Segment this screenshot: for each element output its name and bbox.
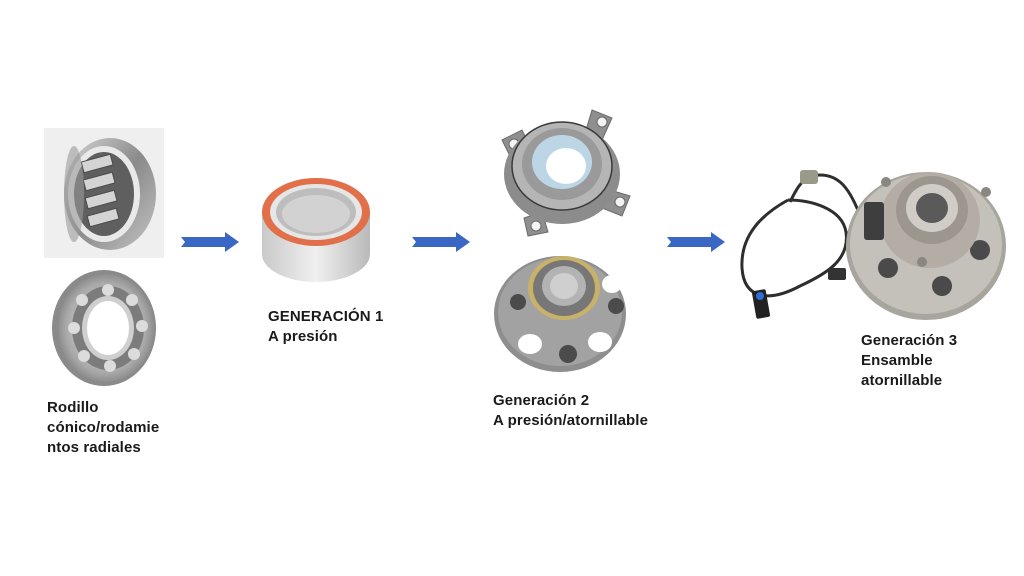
label-line: A presión: [268, 328, 338, 345]
label-line: cónico/rodamie: [47, 419, 160, 436]
label-line: A presión/atornillable: [493, 412, 649, 429]
stage-label-gen1: GENERACIÓN 1 A presión: [268, 307, 383, 347]
label-line: GENERACIÓN 1: [268, 308, 384, 325]
stage-label-base: Rodillo cónico/rodamie ntos radiales: [47, 398, 159, 458]
hub-assembly-with-abs-sensor-image: [730, 150, 1010, 330]
label-line: Generación 2: [493, 392, 590, 409]
tapered-roller-bearing-image: [44, 128, 164, 258]
arrow-right-icon: [412, 232, 472, 252]
arrow-right-icon: [667, 232, 727, 252]
label-line: Rodillo: [47, 399, 99, 416]
label-line: ntos radiales: [47, 439, 141, 456]
hub-flange-bearing-image: [490, 246, 630, 374]
label-line: Ensamble: [861, 352, 933, 369]
label-line: Generación 3: [861, 332, 958, 349]
arrow-right-icon: [181, 232, 241, 252]
label-line: atornillable: [861, 372, 943, 389]
radial-ball-bearing-image: [44, 268, 158, 388]
stage-label-gen3: Generación 3 Ensamble atornillable: [861, 331, 957, 391]
stage-label-gen2: Generación 2 A presión/atornillable: [493, 391, 648, 431]
double-row-bearing-image: [254, 168, 378, 288]
flanged-bearing-unit-image: [482, 100, 632, 238]
